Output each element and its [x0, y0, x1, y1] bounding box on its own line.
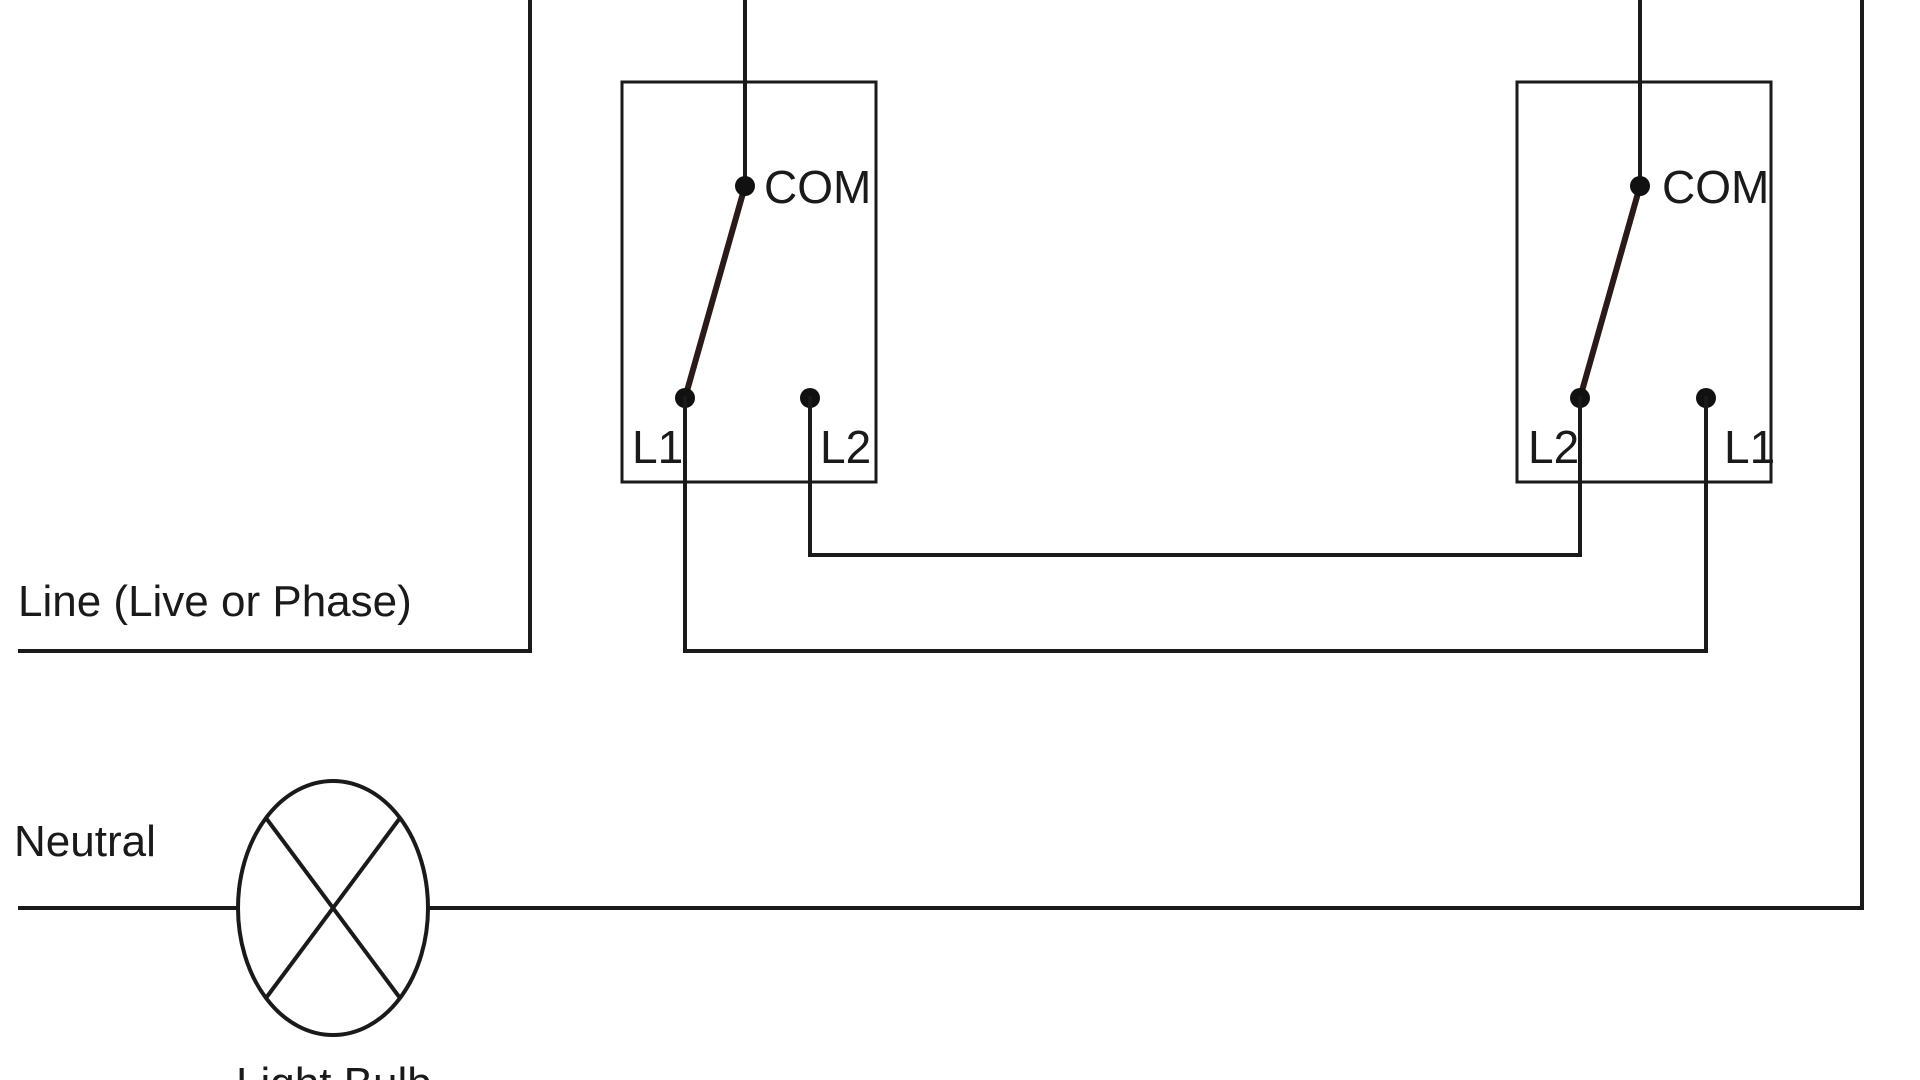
switch-1-l1-label: L1: [632, 421, 683, 473]
switch-1-box: [620, 80, 878, 484]
line-label: Line (Live or Phase): [18, 577, 412, 626]
switch-1-l2-label: L2: [820, 421, 871, 473]
light-bulb-cross-b: [264, 816, 402, 1000]
line-wire: [18, 0, 532, 653]
neutral-label: Neutral: [14, 817, 156, 866]
switch-2-box: [1515, 80, 1773, 484]
switch-2-l1-label: L1: [1724, 421, 1775, 473]
switch-2-com-terminal: [1630, 176, 1650, 196]
light-bulb: [236, 779, 430, 1037]
switch-2-lever: [1577, 183, 1643, 401]
light-bulb-circle: [236, 779, 430, 1037]
switch-2-com-label: COM: [1662, 161, 1769, 213]
switch-1-lever: [682, 183, 748, 401]
traveler-wire-outer: [683, 396, 1708, 653]
switch-1-com-terminal: [735, 176, 755, 196]
switch-2: COM L2 L1: [1515, 0, 1775, 484]
traveler-wire-inner: [808, 396, 1582, 557]
lamp-return-wire: [426, 0, 1864, 910]
switch-1-com-label: COM: [764, 161, 871, 213]
light-bulb-label: Light Bulb: [236, 1059, 432, 1080]
switch-1: COM L1 L2: [620, 0, 878, 484]
switch-2-l2-label: L2: [1528, 421, 1579, 473]
